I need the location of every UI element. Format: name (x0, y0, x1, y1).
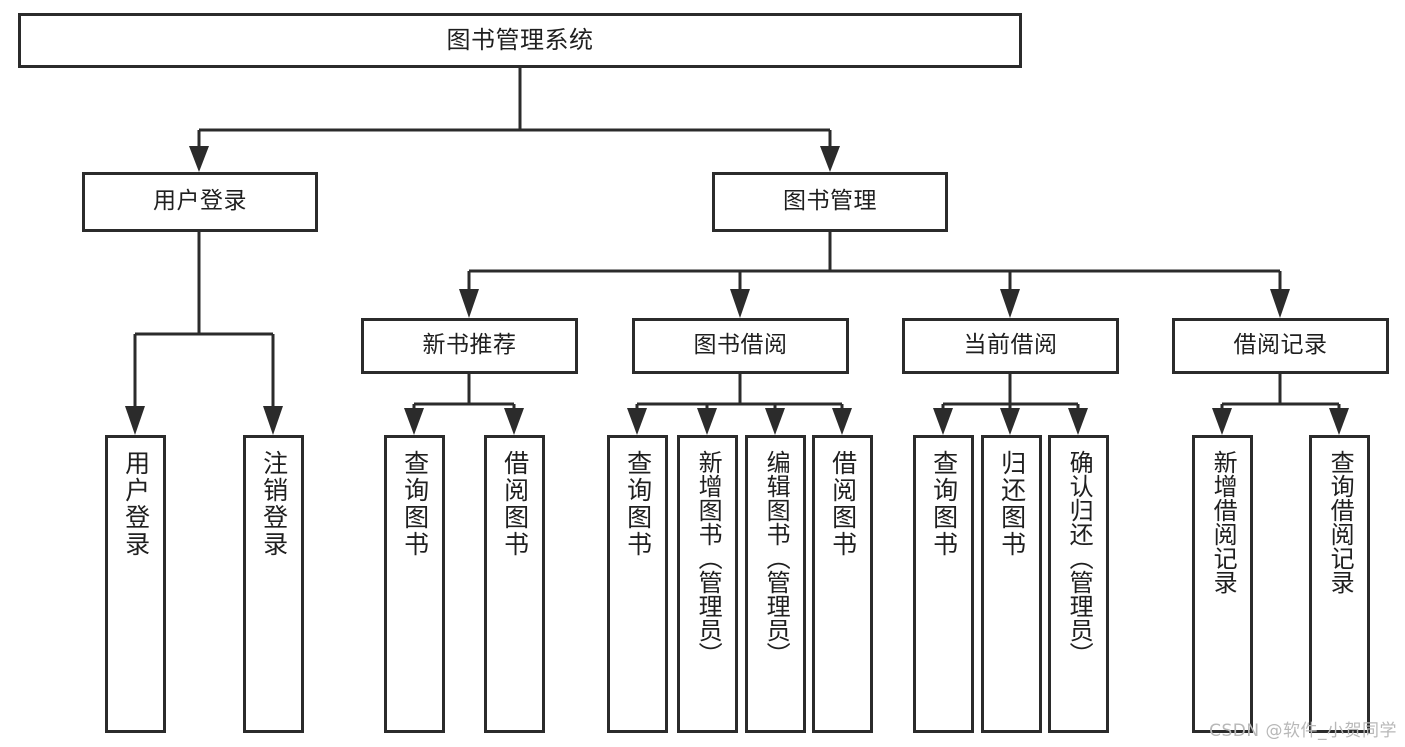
arrow-head-borrowrecord-leaf-2 (1329, 408, 1349, 435)
leaf-current-borrow-confirm-return[interactable]: 确认归还（管理员） (1048, 435, 1109, 733)
leaf-new-book-borrow-label: 借阅图书 (500, 450, 530, 558)
leaf-borrow-record-query-label: 查询借阅记录 (1326, 450, 1355, 594)
leaf-user-login-logout[interactable]: 注销登录 (243, 435, 304, 733)
leaf-new-book-borrow[interactable]: 借阅图书 (484, 435, 545, 733)
arrow-head-bookborrow-leaf-2 (697, 408, 717, 435)
node-new-book-recommend[interactable]: 新书推荐 (361, 318, 578, 374)
arrow-head-new-book (459, 289, 479, 318)
node-root-system[interactable]: 图书管理系统 (18, 13, 1022, 68)
node-current-borrow-label: 当前借阅 (963, 332, 1058, 359)
leaf-current-borrow-query-label: 查询图书 (929, 450, 959, 558)
leaf-borrow-record-add-label: 新增借阅记录 (1209, 450, 1238, 594)
node-book-management-label: 图书管理 (783, 188, 877, 215)
arrow-head-borrowrecord-leaf-1 (1212, 408, 1232, 435)
leaf-new-book-query[interactable]: 查询图书 (384, 435, 445, 733)
leaf-current-borrow-query[interactable]: 查询图书 (913, 435, 974, 733)
node-borrow-record[interactable]: 借阅记录 (1172, 318, 1389, 374)
leaf-book-borrow-add-label: 新增图书（管理员） (694, 450, 723, 666)
node-new-book-recommend-label: 新书推荐 (422, 332, 517, 359)
arrow-head-currentborrow-leaf-1 (933, 408, 953, 435)
csdn-watermark: CSDN @软件_小贺同学 (1209, 721, 1397, 741)
leaf-book-borrow-query-label: 查询图书 (623, 450, 653, 558)
leaf-borrow-record-add[interactable]: 新增借阅记录 (1192, 435, 1253, 733)
leaf-new-book-query-label: 查询图书 (400, 450, 430, 558)
arrow-head-book-mgmt (820, 146, 840, 172)
leaf-current-borrow-confirm-return-label: 确认归还（管理员） (1065, 450, 1094, 666)
leaf-book-borrow-add[interactable]: 新增图书（管理员） (677, 435, 738, 733)
leaf-user-login-login[interactable]: 用户登录 (105, 435, 166, 733)
arrow-head-bookborrow-leaf-3 (765, 408, 785, 435)
leaf-current-borrow-return-label: 归还图书 (997, 450, 1027, 558)
node-user-login-label: 用户登录 (153, 188, 247, 215)
leaf-current-borrow-return[interactable]: 归还图书 (981, 435, 1042, 733)
leaf-book-borrow-borrow[interactable]: 借阅图书 (812, 435, 873, 733)
leaf-user-login-login-label: 用户登录 (121, 450, 151, 558)
node-book-management[interactable]: 图书管理 (712, 172, 948, 232)
arrow-head-leaf-logout (263, 406, 283, 435)
node-user-login[interactable]: 用户登录 (82, 172, 318, 232)
arrow-head-currentborrow-leaf-3 (1068, 408, 1088, 435)
arrow-head-currentborrow-leaf-2 (1000, 408, 1020, 435)
arrow-head-newbook-leaf-1 (404, 408, 424, 435)
leaf-book-borrow-query[interactable]: 查询图书 (607, 435, 668, 733)
arrow-head-leaf-user-login (125, 406, 145, 435)
node-book-borrow-label: 图书借阅 (693, 332, 788, 359)
leaf-book-borrow-edit-label: 编辑图书（管理员） (762, 450, 791, 666)
arrow-head-bookborrow-leaf-4 (832, 408, 852, 435)
arrow-head-user-login (189, 146, 209, 172)
arrow-head-bookborrow-leaf-1 (627, 408, 647, 435)
leaf-book-borrow-edit[interactable]: 编辑图书（管理员） (745, 435, 806, 733)
node-root-system-label: 图书管理系统 (446, 26, 594, 55)
leaf-book-borrow-borrow-label: 借阅图书 (828, 450, 858, 558)
leaf-borrow-record-query[interactable]: 查询借阅记录 (1309, 435, 1370, 733)
node-borrow-record-label: 借阅记录 (1233, 332, 1328, 359)
leaf-user-login-logout-label: 注销登录 (259, 450, 289, 558)
arrow-head-current-borrow (1000, 289, 1020, 318)
arrow-head-newbook-leaf-2 (504, 408, 524, 435)
node-current-borrow[interactable]: 当前借阅 (902, 318, 1119, 374)
arrow-head-book-borrow (730, 289, 750, 318)
arrow-head-borrow-record (1270, 289, 1290, 318)
node-book-borrow[interactable]: 图书借阅 (632, 318, 849, 374)
